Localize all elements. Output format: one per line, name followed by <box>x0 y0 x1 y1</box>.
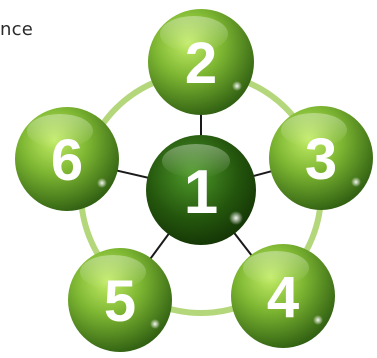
node-4-label: 4 <box>267 265 299 330</box>
node-2: 2 <box>148 9 254 115</box>
node-5-label: 5 <box>104 269 136 334</box>
node-3: 3 <box>269 106 373 210</box>
node-6: 6 <box>15 107 119 211</box>
corner-text-fragment: nce <box>0 19 33 40</box>
node-2-label: 2 <box>185 31 217 96</box>
node-3-label: 3 <box>305 127 337 192</box>
node-4: 4 <box>231 244 335 348</box>
node-5: 5 <box>68 248 172 352</box>
center-node-label: 1 <box>184 158 218 227</box>
center-node-1: 1 <box>146 135 256 245</box>
node-6-label: 6 <box>51 128 83 193</box>
